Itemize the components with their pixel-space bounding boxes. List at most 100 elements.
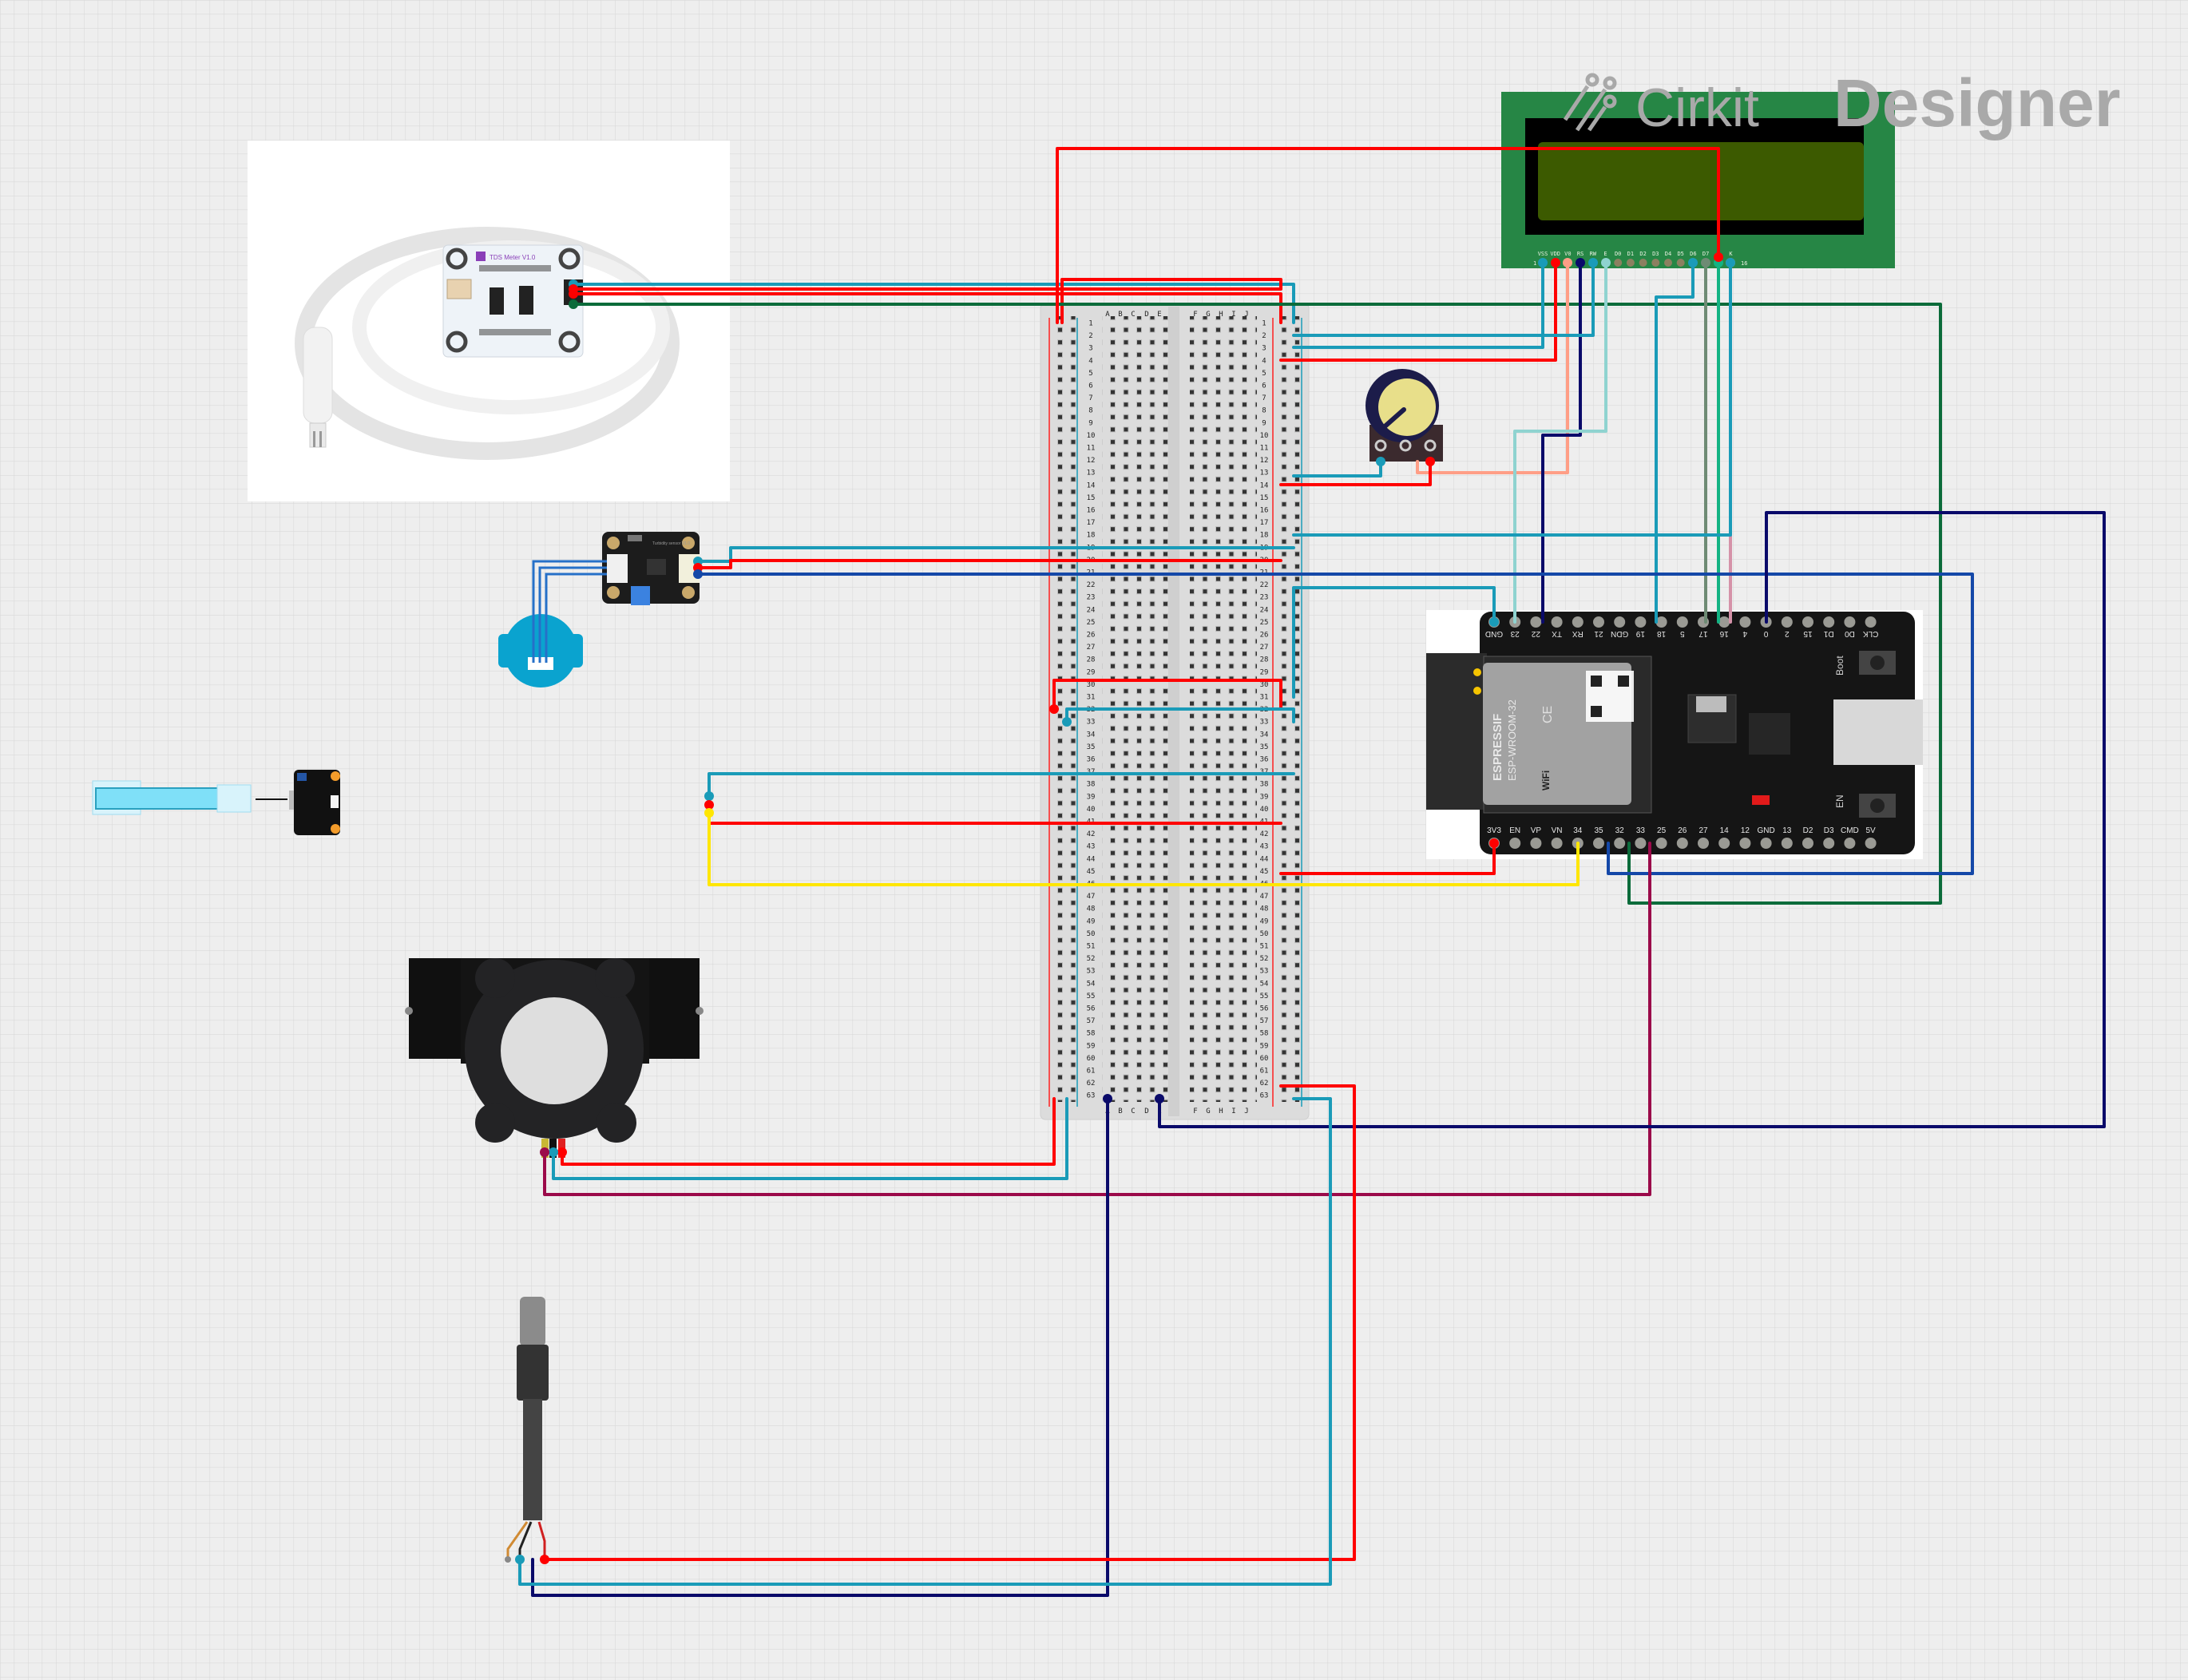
esp32-pin[interactable] — [1655, 838, 1667, 849]
wire-ph-gnd[interactable] — [708, 772, 1295, 798]
esp32-pin[interactable] — [1802, 838, 1813, 849]
wire-lcd-rw[interactable] — [1292, 261, 1595, 337]
wire-endpoint[interactable] — [1489, 617, 1499, 627]
wire-endpoint[interactable] — [569, 289, 578, 299]
esp32-pin[interactable] — [1614, 838, 1626, 849]
turbidity-sensor[interactable]: Turbidity sensor V1.0 — [498, 532, 700, 687]
wire-temp-signal[interactable] — [531, 1097, 1109, 1597]
wire-endpoint[interactable] — [1563, 258, 1572, 267]
lcd-16x2[interactable]: VSSVDDV0RSRWED0D1D2D3D4D5D6D7AK116 — [1501, 92, 1895, 268]
esp32-devkit[interactable]: ESPRESSIF ESP-WROOM-32 CE WiFi Boot EN G… — [1426, 610, 1923, 859]
esp32-pin[interactable] — [1781, 838, 1793, 849]
wire-tds-gnd[interactable] — [572, 283, 1295, 324]
lcd-pin[interactable] — [1626, 259, 1635, 267]
lcd-pin[interactable] — [1664, 259, 1672, 267]
lcd-pin[interactable] — [1676, 259, 1685, 267]
wire-endpoint[interactable] — [557, 1147, 567, 1157]
esp32-pin[interactable] — [1530, 838, 1542, 849]
wire-endpoint[interactable] — [1576, 258, 1585, 267]
esp32-pin[interactable] — [1635, 838, 1647, 849]
wire-endpoint[interactable] — [549, 1147, 558, 1157]
esp32-pin[interactable] — [1593, 616, 1604, 628]
tds-meter[interactable]: TDS Meter V1.0 — [248, 141, 730, 501]
wire-endpoint[interactable] — [704, 791, 714, 801]
wire-endpoint[interactable] — [704, 808, 714, 818]
wire-lcd-v0[interactable] — [1416, 261, 1569, 474]
esp32-pin[interactable] — [1718, 616, 1730, 628]
wire-lcd-vdd[interactable] — [1279, 261, 1557, 362]
wire-endpoint[interactable] — [1538, 258, 1548, 267]
esp32-pin[interactable] — [1760, 838, 1772, 849]
water-flow-sensor[interactable] — [405, 958, 704, 1158]
wire-lcd-e[interactable] — [1513, 261, 1607, 624]
lcd-pin[interactable] — [1639, 259, 1647, 267]
ph-meter[interactable] — [92, 770, 340, 835]
wire-endpoint[interactable] — [515, 1555, 525, 1564]
micro-usb-port[interactable] — [1833, 699, 1923, 765]
esp32-pin[interactable] — [1718, 838, 1730, 849]
wire-turb-vcc[interactable] — [696, 559, 1282, 569]
wire-endpoint[interactable] — [1062, 717, 1072, 727]
wire-endpoint[interactable] — [1376, 457, 1385, 466]
esp32-pin[interactable] — [1844, 838, 1856, 849]
wire-ph-signal[interactable] — [708, 811, 1580, 886]
wire-flow-gnd[interactable] — [552, 1097, 1068, 1180]
esp32-pin[interactable] — [1551, 838, 1563, 849]
esp32-pin[interactable] — [1823, 616, 1835, 628]
potentiometer[interactable] — [1366, 369, 1443, 462]
wire-endpoint[interactable] — [1601, 258, 1611, 267]
wire-endpoint[interactable] — [1701, 258, 1710, 267]
esp32-pin[interactable] — [1509, 838, 1521, 849]
wire-lcd-a[interactable] — [1056, 147, 1720, 324]
esp32-pin[interactable] — [1614, 616, 1626, 628]
wire-tds-signal[interactable] — [572, 303, 1942, 905]
esp32-pin[interactable] — [1802, 616, 1813, 628]
wire-tds-vcc[interactable] — [572, 292, 1282, 324]
wire-lcd-d4[interactable] — [1655, 261, 1695, 624]
esp32-pin[interactable] — [1572, 616, 1584, 628]
wire-esp-gnd[interactable] — [1292, 586, 1496, 699]
esp32-pin[interactable] — [1698, 838, 1709, 849]
ph-pot[interactable] — [297, 773, 307, 781]
esp32-pin[interactable] — [1865, 838, 1877, 849]
wire-turb-gnd[interactable] — [696, 546, 1295, 563]
wire-endpoint[interactable] — [693, 569, 703, 579]
wire-endpoint[interactable] — [1103, 1094, 1112, 1103]
wire-temp-vcc[interactable] — [543, 1084, 1356, 1561]
wire-lcd-vss[interactable] — [1292, 261, 1544, 349]
wire-endpoint[interactable] — [540, 1147, 549, 1157]
wire-flow-vcc[interactable] — [561, 1097, 1056, 1166]
lcd-pin[interactable] — [1614, 259, 1623, 267]
esp32-pin[interactable] — [1739, 838, 1751, 849]
esp32-pin[interactable] — [1530, 616, 1542, 628]
wire-endpoint[interactable] — [540, 1555, 549, 1564]
esp32-pin[interactable] — [1676, 838, 1688, 849]
lcd-pin[interactable] — [1651, 259, 1660, 267]
esp32-pin[interactable] — [1844, 616, 1856, 628]
wire-lcd-rs[interactable] — [1541, 261, 1582, 624]
wire-temp-gnd[interactable] — [518, 1097, 1332, 1586]
wire-pot-vcc[interactable] — [1279, 460, 1432, 486]
wire-flow-signal[interactable] — [543, 842, 1651, 1196]
esp32-pin[interactable] — [1655, 616, 1667, 628]
wire-endpoint[interactable] — [569, 299, 578, 309]
esp32-pin[interactable] — [1551, 616, 1563, 628]
wire-turb-signal[interactable] — [696, 573, 1974, 875]
wire-endpoint[interactable] — [1688, 258, 1698, 267]
esp32-pin[interactable] — [1635, 616, 1647, 628]
wire-endpoint[interactable] — [1155, 1094, 1164, 1103]
wire-endpoint[interactable] — [1489, 838, 1499, 848]
esp32-pin[interactable] — [1676, 616, 1688, 628]
wire-endpoint[interactable] — [1726, 258, 1735, 267]
temperature-probe[interactable] — [505, 1297, 549, 1563]
wire-lcd-k[interactable] — [1292, 261, 1732, 537]
wire-esp-3v3[interactable] — [1279, 842, 1496, 875]
wire-rail-bridge-pos[interactable] — [1052, 679, 1282, 711]
wire-endpoint[interactable] — [1714, 252, 1723, 262]
esp32-pin[interactable] — [1593, 838, 1604, 849]
esp32-pin[interactable] — [1865, 616, 1877, 628]
wire-rail-bridge-neg[interactable] — [1065, 707, 1295, 723]
wire-endpoint[interactable] — [1049, 704, 1059, 714]
